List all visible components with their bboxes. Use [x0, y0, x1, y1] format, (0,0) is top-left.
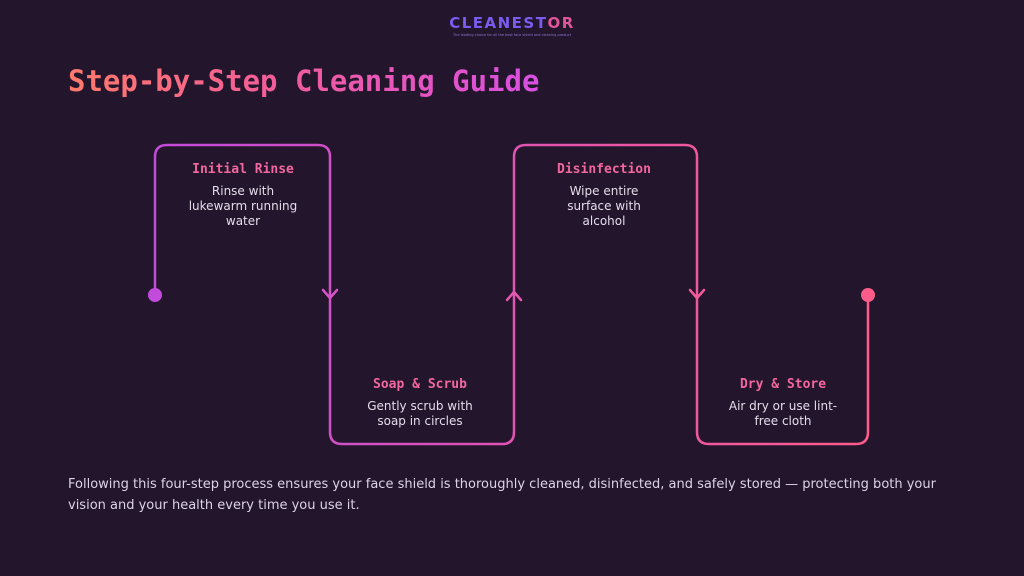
step-initial-rinse: Initial Rinse Rinse with lukewarm runnin…	[163, 162, 323, 229]
step-dry-store: Dry & Store Air dry or use lint-free clo…	[703, 377, 863, 429]
step-description: Rinse with lukewarm running water	[188, 184, 298, 228]
step-title: Initial Rinse	[192, 162, 294, 177]
step-description: Wipe entire surface with alcohol	[567, 184, 641, 228]
step-title: Dry & Store	[739, 377, 827, 392]
step-title: Soap & Scrub	[373, 377, 467, 392]
arrow-up-icon	[505, 290, 523, 302]
flow-path	[153, 143, 870, 446]
step-description: Air dry or use lint-free cloth	[728, 399, 838, 428]
brand-name: CLEANESTOR	[0, 14, 1024, 32]
step-title: Disinfection	[557, 162, 651, 177]
brand-tagline: The leading choice for all the best face…	[453, 33, 571, 37]
arrow-down-icon	[321, 288, 339, 300]
flow-start-dot	[148, 288, 162, 302]
arrow-down-icon	[688, 288, 706, 300]
summary-text: Following this four-step process ensures…	[68, 477, 936, 513]
flow-end-dot	[861, 288, 875, 302]
page-title: Step-by-Step Cleaning Guide	[68, 64, 540, 98]
brand-name-part1: CLEANEST	[449, 14, 548, 32]
step-disinfection: Disinfection Wipe entire surface with al…	[524, 162, 684, 229]
brand-logo: CLEANESTOR The leading choice for all th…	[0, 14, 1024, 37]
brand-name-part2: OR	[547, 14, 575, 32]
step-description: Gently scrub with soap in circles	[367, 399, 473, 428]
step-soap-scrub: Soap & Scrub Gently scrub with soap in c…	[340, 377, 500, 429]
